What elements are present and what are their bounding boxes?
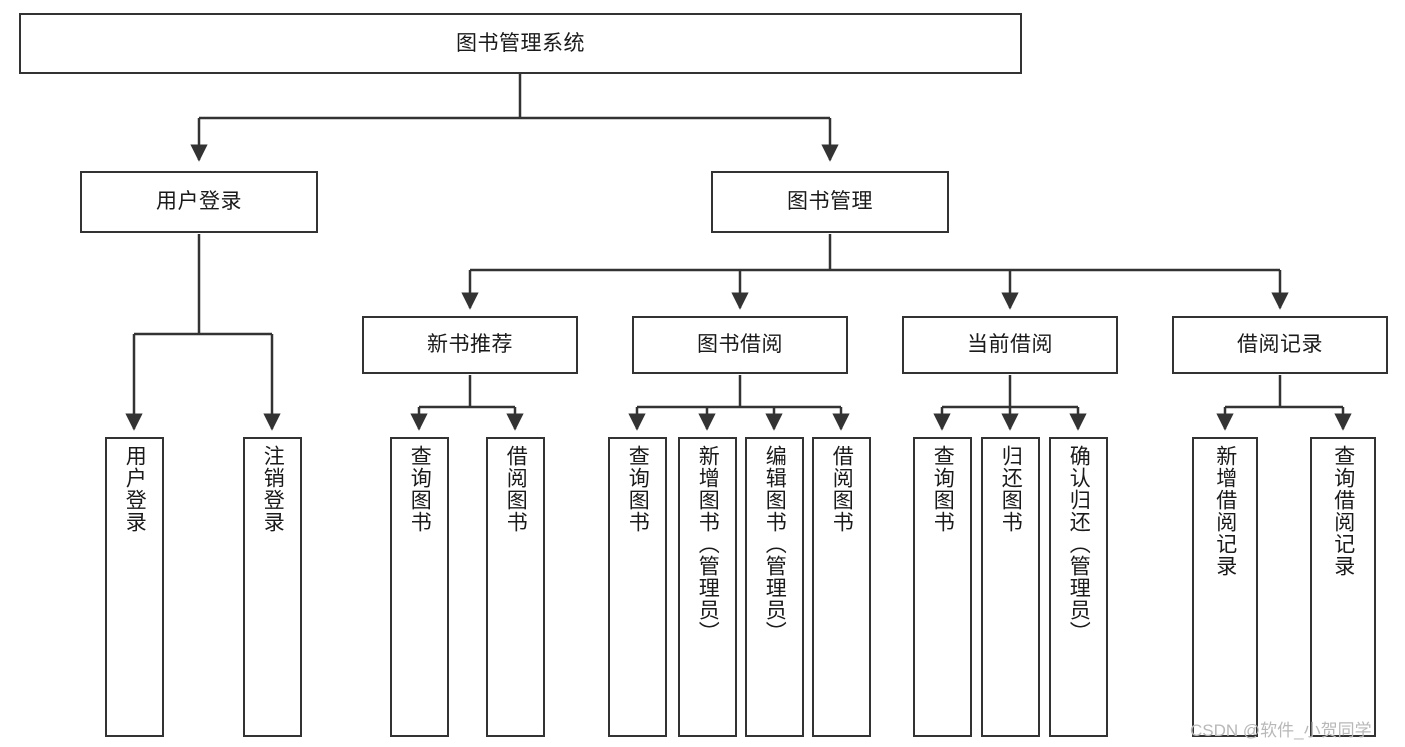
node-label: 新增借阅记录 [1213,445,1237,577]
node-label: 查询图书 [626,445,650,533]
node-label: 借阅图书 [830,445,854,533]
node-book-management[interactable]: 图书管理 [711,171,949,233]
leaf-book-borrow-borrow-book[interactable]: 借阅图书 [812,437,871,737]
leaf-new-book-borrow-book[interactable]: 借阅图书 [486,437,545,737]
node-root-book-management-system[interactable]: 图书管理系统 [19,13,1022,74]
leaf-new-book-query-book[interactable]: 查询图书 [390,437,449,737]
node-label: 确认归还（管理员） [1067,445,1091,643]
node-label: 图书管理系统 [456,31,585,55]
node-label: 用户登录 [123,445,147,533]
node-label: 借阅图书 [504,445,528,533]
node-label: 查询图书 [931,445,955,533]
leaf-book-borrow-add-book-admin[interactable]: 新增图书（管理员） [678,437,737,737]
node-label: 新增图书（管理员） [696,445,720,643]
node-new-book-recommend[interactable]: 新书推荐 [362,316,578,374]
leaf-current-borrow-query-book[interactable]: 查询图书 [913,437,972,737]
node-label: 编辑图书（管理员） [763,445,787,643]
node-label: 图书管理 [787,190,873,214]
node-label: 当前借阅 [967,333,1053,357]
node-label: 查询图书 [408,445,432,533]
node-label: 归还图书 [999,445,1023,533]
leaf-book-borrow-edit-book-admin[interactable]: 编辑图书（管理员） [745,437,804,737]
watermark: CSDN @软件_小贺同学 [1190,721,1372,740]
leaf-current-borrow-return-book[interactable]: 归还图书 [981,437,1040,737]
node-user-login[interactable]: 用户登录 [80,171,318,233]
node-label: 注销登录 [261,445,285,533]
leaf-borrow-record-add-record[interactable]: 新增借阅记录 [1192,437,1258,737]
node-borrow-record[interactable]: 借阅记录 [1172,316,1388,374]
leaf-book-borrow-query-book[interactable]: 查询图书 [608,437,667,737]
node-label: 用户登录 [156,190,242,214]
node-label: 查询借阅记录 [1331,445,1355,577]
node-book-borrow[interactable]: 图书借阅 [632,316,848,374]
node-label: 新书推荐 [427,333,513,357]
leaf-current-borrow-confirm-return-admin[interactable]: 确认归还（管理员） [1049,437,1108,737]
leaf-user-login-logout[interactable]: 注销登录 [243,437,302,737]
node-current-borrow[interactable]: 当前借阅 [902,316,1118,374]
leaf-user-login-login[interactable]: 用户登录 [105,437,164,737]
leaf-borrow-record-query-record[interactable]: 查询借阅记录 [1310,437,1376,737]
node-label: 图书借阅 [697,333,783,357]
node-label: 借阅记录 [1237,333,1323,357]
